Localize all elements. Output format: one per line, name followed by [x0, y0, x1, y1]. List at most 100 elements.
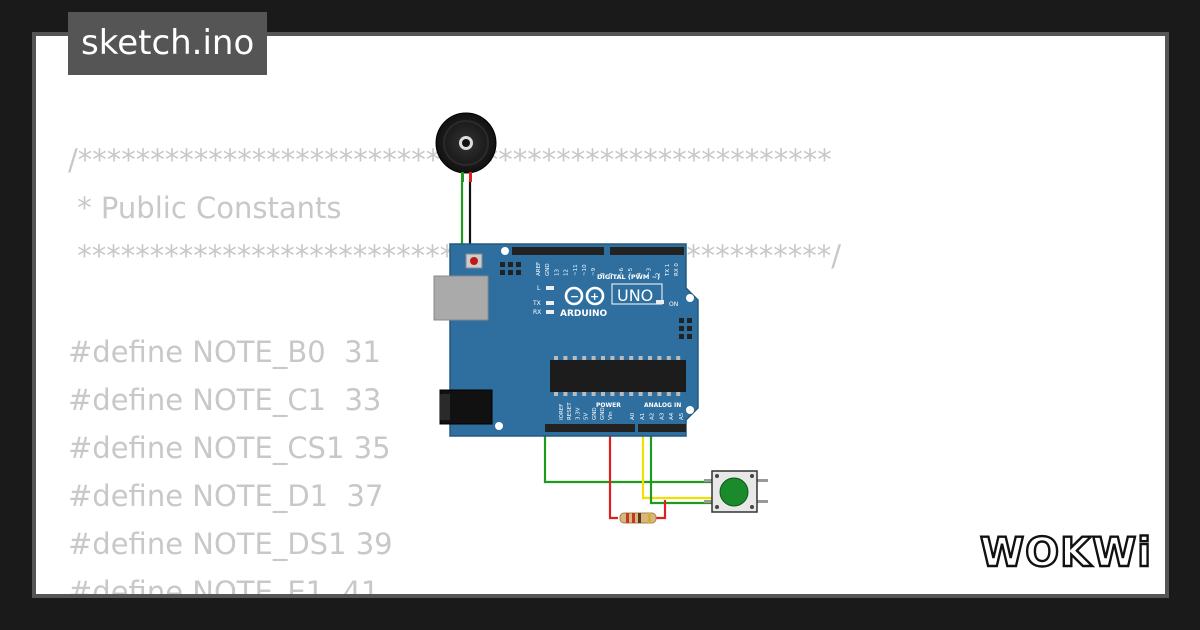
- chip-pin: [582, 356, 587, 360]
- button-lead: [704, 500, 714, 503]
- pushbutton[interactable]: [704, 470, 768, 513]
- on-label: ON: [669, 301, 678, 308]
- wire-resistor-red[interactable]: [656, 500, 667, 520]
- resistor-band: [626, 513, 629, 523]
- pin-label: 7: [610, 272, 616, 276]
- reset-button-cap[interactable]: [470, 257, 478, 265]
- tx-label: TX: [532, 300, 541, 307]
- chip-pin: [619, 392, 624, 396]
- wire-a1-green[interactable]: [649, 428, 712, 505]
- buzzer-ring: [443, 120, 489, 166]
- pin-label: 2: [656, 273, 662, 277]
- button-lead: [704, 479, 714, 482]
- pin-label: 13: [554, 269, 560, 276]
- pin-label: ~9: [591, 267, 597, 276]
- button-lead: [756, 500, 768, 503]
- chip-pin: [629, 392, 634, 396]
- button-corner: [750, 474, 754, 478]
- chip-pin: [610, 392, 615, 396]
- chip-pin: [638, 392, 643, 396]
- pin-label: 3.3V: [575, 407, 581, 420]
- pin-label: 4: [637, 272, 643, 276]
- wire-5v-red[interactable]: [608, 426, 618, 520]
- chip-pin: [563, 392, 568, 396]
- chip-pin: [591, 392, 596, 396]
- pin-label: ~11: [573, 264, 579, 276]
- pin-label: Vin: [608, 411, 614, 420]
- resistor[interactable]: [619, 512, 657, 524]
- chip-pin: [657, 392, 662, 396]
- pin-label: 8: [600, 272, 606, 276]
- pin-label: TX 1: [665, 264, 671, 277]
- chip-pin: [582, 392, 587, 396]
- chip-pin: [554, 356, 558, 360]
- icsp-header-1: [500, 262, 521, 275]
- chip-pin: [657, 356, 662, 360]
- chip-pin: [666, 356, 671, 360]
- code-line: #define NOTE_B0 31: [68, 335, 381, 369]
- pin-label: GND: [545, 263, 551, 276]
- code-line: #define NOTE_E1 41: [68, 575, 380, 594]
- pin-label: GND: [592, 407, 598, 420]
- chip-pin: [619, 356, 624, 360]
- digital-header-left: [512, 247, 604, 255]
- pin-label: A1: [640, 413, 646, 420]
- pin-label: A0: [630, 412, 636, 420]
- resistor-band: [632, 513, 635, 523]
- chip-pin: [591, 356, 596, 360]
- filename-tab[interactable]: sketch.ino: [68, 12, 268, 75]
- code-line: #define NOTE_D1 37: [68, 479, 384, 513]
- tx-led: [546, 301, 554, 305]
- pin-label: ~3: [646, 267, 652, 276]
- pin-label: 12: [564, 269, 570, 276]
- icsp-header-2: [679, 318, 692, 339]
- buzzer-pin-right: [469, 172, 472, 182]
- mount-hole: [686, 406, 694, 414]
- wire-a0-yellow[interactable]: [641, 428, 712, 500]
- pin-label: ~6: [619, 267, 625, 276]
- power-jack-side: [440, 394, 450, 420]
- arduino-uno-board[interactable]: − + UNO ARDUINO DIGITAL (PWM ~) POWER AN…: [433, 243, 699, 437]
- chip-pin: [648, 392, 652, 396]
- chip-pin: [666, 392, 671, 396]
- code-line: #define NOTE_CS1 35: [68, 431, 391, 465]
- button-corner: [750, 505, 754, 509]
- mount-hole: [686, 294, 694, 302]
- uno-label-box: [611, 283, 663, 305]
- chip-pin: [554, 392, 558, 396]
- board-model: UNO: [617, 286, 653, 305]
- logo-minus: −: [570, 290, 579, 303]
- pin-label: GND: [600, 407, 606, 420]
- chip-pin: [629, 356, 634, 360]
- chip-pin: [572, 356, 577, 360]
- pin-label: A2: [650, 413, 656, 420]
- pin-label: RESET: [567, 402, 573, 420]
- atmega-chip: [550, 360, 686, 392]
- code-line: #define NOTE_C1 33: [68, 383, 382, 417]
- digital-header-right: [610, 247, 684, 255]
- mount-hole: [495, 422, 503, 430]
- resistor-band: [648, 513, 651, 523]
- button-lead: [756, 479, 768, 482]
- pin-label: 5V: [584, 413, 590, 420]
- chip-pin: [676, 392, 681, 396]
- button-cap[interactable]: [719, 477, 749, 507]
- l-led: [546, 286, 554, 290]
- wokwi-logo-text: WOKWi: [980, 530, 1150, 576]
- chip-pin: [601, 356, 605, 360]
- chip-pin: [610, 356, 615, 360]
- chip-pin: [638, 356, 643, 360]
- buzzer[interactable]: [435, 112, 497, 182]
- analog-label: ANALOG IN: [644, 402, 681, 409]
- chip-pin: [676, 356, 681, 360]
- digital-label: DIGITAL (PWM ~): [597, 273, 660, 281]
- buzzer-pin-left: [461, 172, 464, 182]
- usb-connector: [433, 275, 489, 321]
- chip-pin: [563, 356, 568, 360]
- chip-pin: [601, 392, 605, 396]
- buzzer-hole-inner: [462, 139, 470, 147]
- analog-header: [638, 424, 686, 432]
